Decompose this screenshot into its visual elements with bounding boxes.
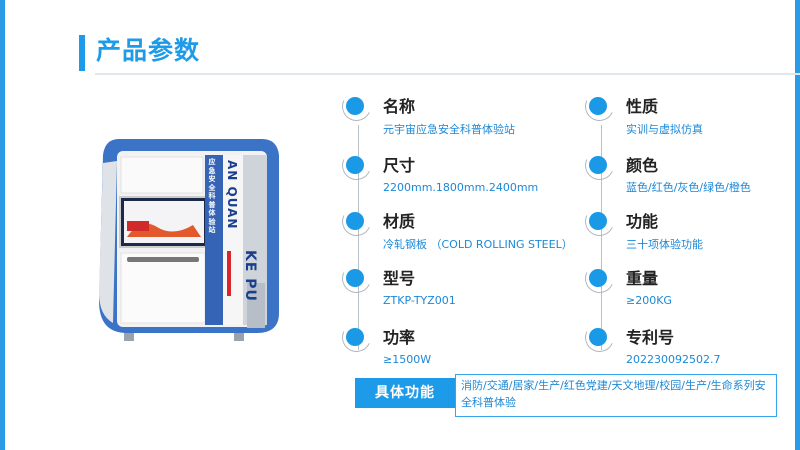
spec-value-size: 2200mm.1800mm.2400mm (383, 181, 539, 194)
bullet-dot (589, 212, 607, 230)
spec-value-model: ZTKP-TYZ001 (383, 294, 456, 307)
spec-value-color: 蓝色/红色/灰色/绿色/橙色 (626, 181, 751, 194)
spec-label-color: 颜色 (626, 156, 659, 175)
machine-column (205, 155, 223, 325)
spec-label-power: 功率 (383, 328, 416, 347)
machine-vertical-text: 应急安全科普体验站 (208, 158, 216, 234)
spec-label-size: 尺寸 (383, 156, 416, 175)
spec-label-nature: 性质 (626, 97, 659, 116)
bullet-dot (346, 212, 364, 230)
functions-text: 消防/交通/居家/生产/红色党建/天文地理/校园/生产/生命系列安全科普体验 (461, 379, 766, 409)
bullet-dot (346, 97, 364, 115)
bullet-dot (589, 156, 607, 174)
spec-value-weight: ≥200KG (626, 294, 672, 307)
machine-brand-top: AN QUAN (225, 160, 239, 230)
spec-label-name: 名称 (383, 97, 416, 116)
bullet-dot (589, 269, 607, 287)
left-timeline-line (358, 125, 359, 350)
kiosk-machine-image (99, 139, 279, 341)
bullet-dot (589, 97, 607, 115)
bullet-dot (346, 269, 364, 287)
bullet-dot (589, 328, 607, 346)
functions-title: 具体功能 (355, 378, 455, 408)
spec-value-function: 三十项体验功能 (626, 238, 703, 251)
header-divider (95, 73, 800, 75)
right-border (795, 0, 800, 450)
spec-value-material: 冷轧钢板 （COLD ROLLING STEEL） (383, 238, 573, 251)
title-accent-bar (79, 35, 85, 71)
spec-value-name: 元宇宙应急安全科普体验站 (383, 123, 515, 136)
page-title: 产品参数 (96, 36, 201, 65)
left-border (0, 0, 5, 450)
machine-foot (234, 331, 244, 341)
spec-value-nature: 实训与虚拟仿真 (626, 123, 703, 136)
right-timeline-line (601, 125, 602, 350)
spec-label-model: 型号 (383, 269, 416, 288)
machine-foot (124, 331, 134, 341)
functions-box (455, 374, 777, 417)
bullet-dot (346, 156, 364, 174)
spec-value-patent: 202230092502.7 (626, 353, 721, 366)
spec-label-function: 功能 (626, 212, 659, 231)
spec-value-power: ≥1500W (383, 353, 432, 366)
bullet-dot (346, 328, 364, 346)
machine-brand-bottom: KE PU (242, 250, 258, 302)
spec-label-weight: 重量 (626, 269, 659, 288)
spec-label-patent: 专利号 (626, 328, 675, 347)
spec-label-material: 材质 (383, 212, 416, 231)
machine-side-wall (99, 161, 117, 323)
